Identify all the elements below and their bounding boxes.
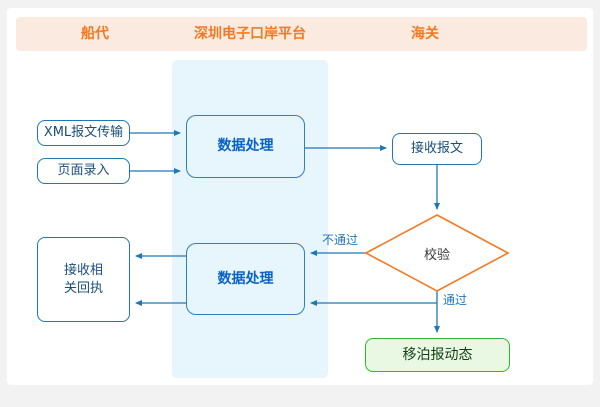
edge-label-fail: 不通过: [322, 233, 359, 247]
node-berth-dynamic[interactable]: 移泊报动态: [365, 338, 510, 372]
lane-header-customs: 海关: [411, 26, 439, 42]
swimlane-header-bar: [16, 17, 587, 51]
node-process-bottom[interactable]: 数据处理: [186, 243, 305, 315]
node-verify-label: 校验: [423, 247, 450, 263]
node-verify[interactable]: 校验: [366, 215, 508, 291]
node-xml-transfer[interactable]: XML报文传输: [37, 120, 130, 146]
edge-label-pass: 通过: [443, 293, 468, 307]
node-receive-receipt[interactable]: 接收相 关回执: [37, 237, 130, 322]
node-receive-message[interactable]: 接收报文: [392, 133, 482, 165]
lane-header-eport-platform: 深圳电子口岸平台: [194, 26, 306, 42]
node-process-top[interactable]: 数据处理: [186, 115, 305, 178]
node-page-entry[interactable]: 页面录入: [37, 158, 130, 184]
lane-band-eport-platform: [172, 60, 328, 378]
lane-header-shipping-agent: 船代: [81, 26, 109, 42]
